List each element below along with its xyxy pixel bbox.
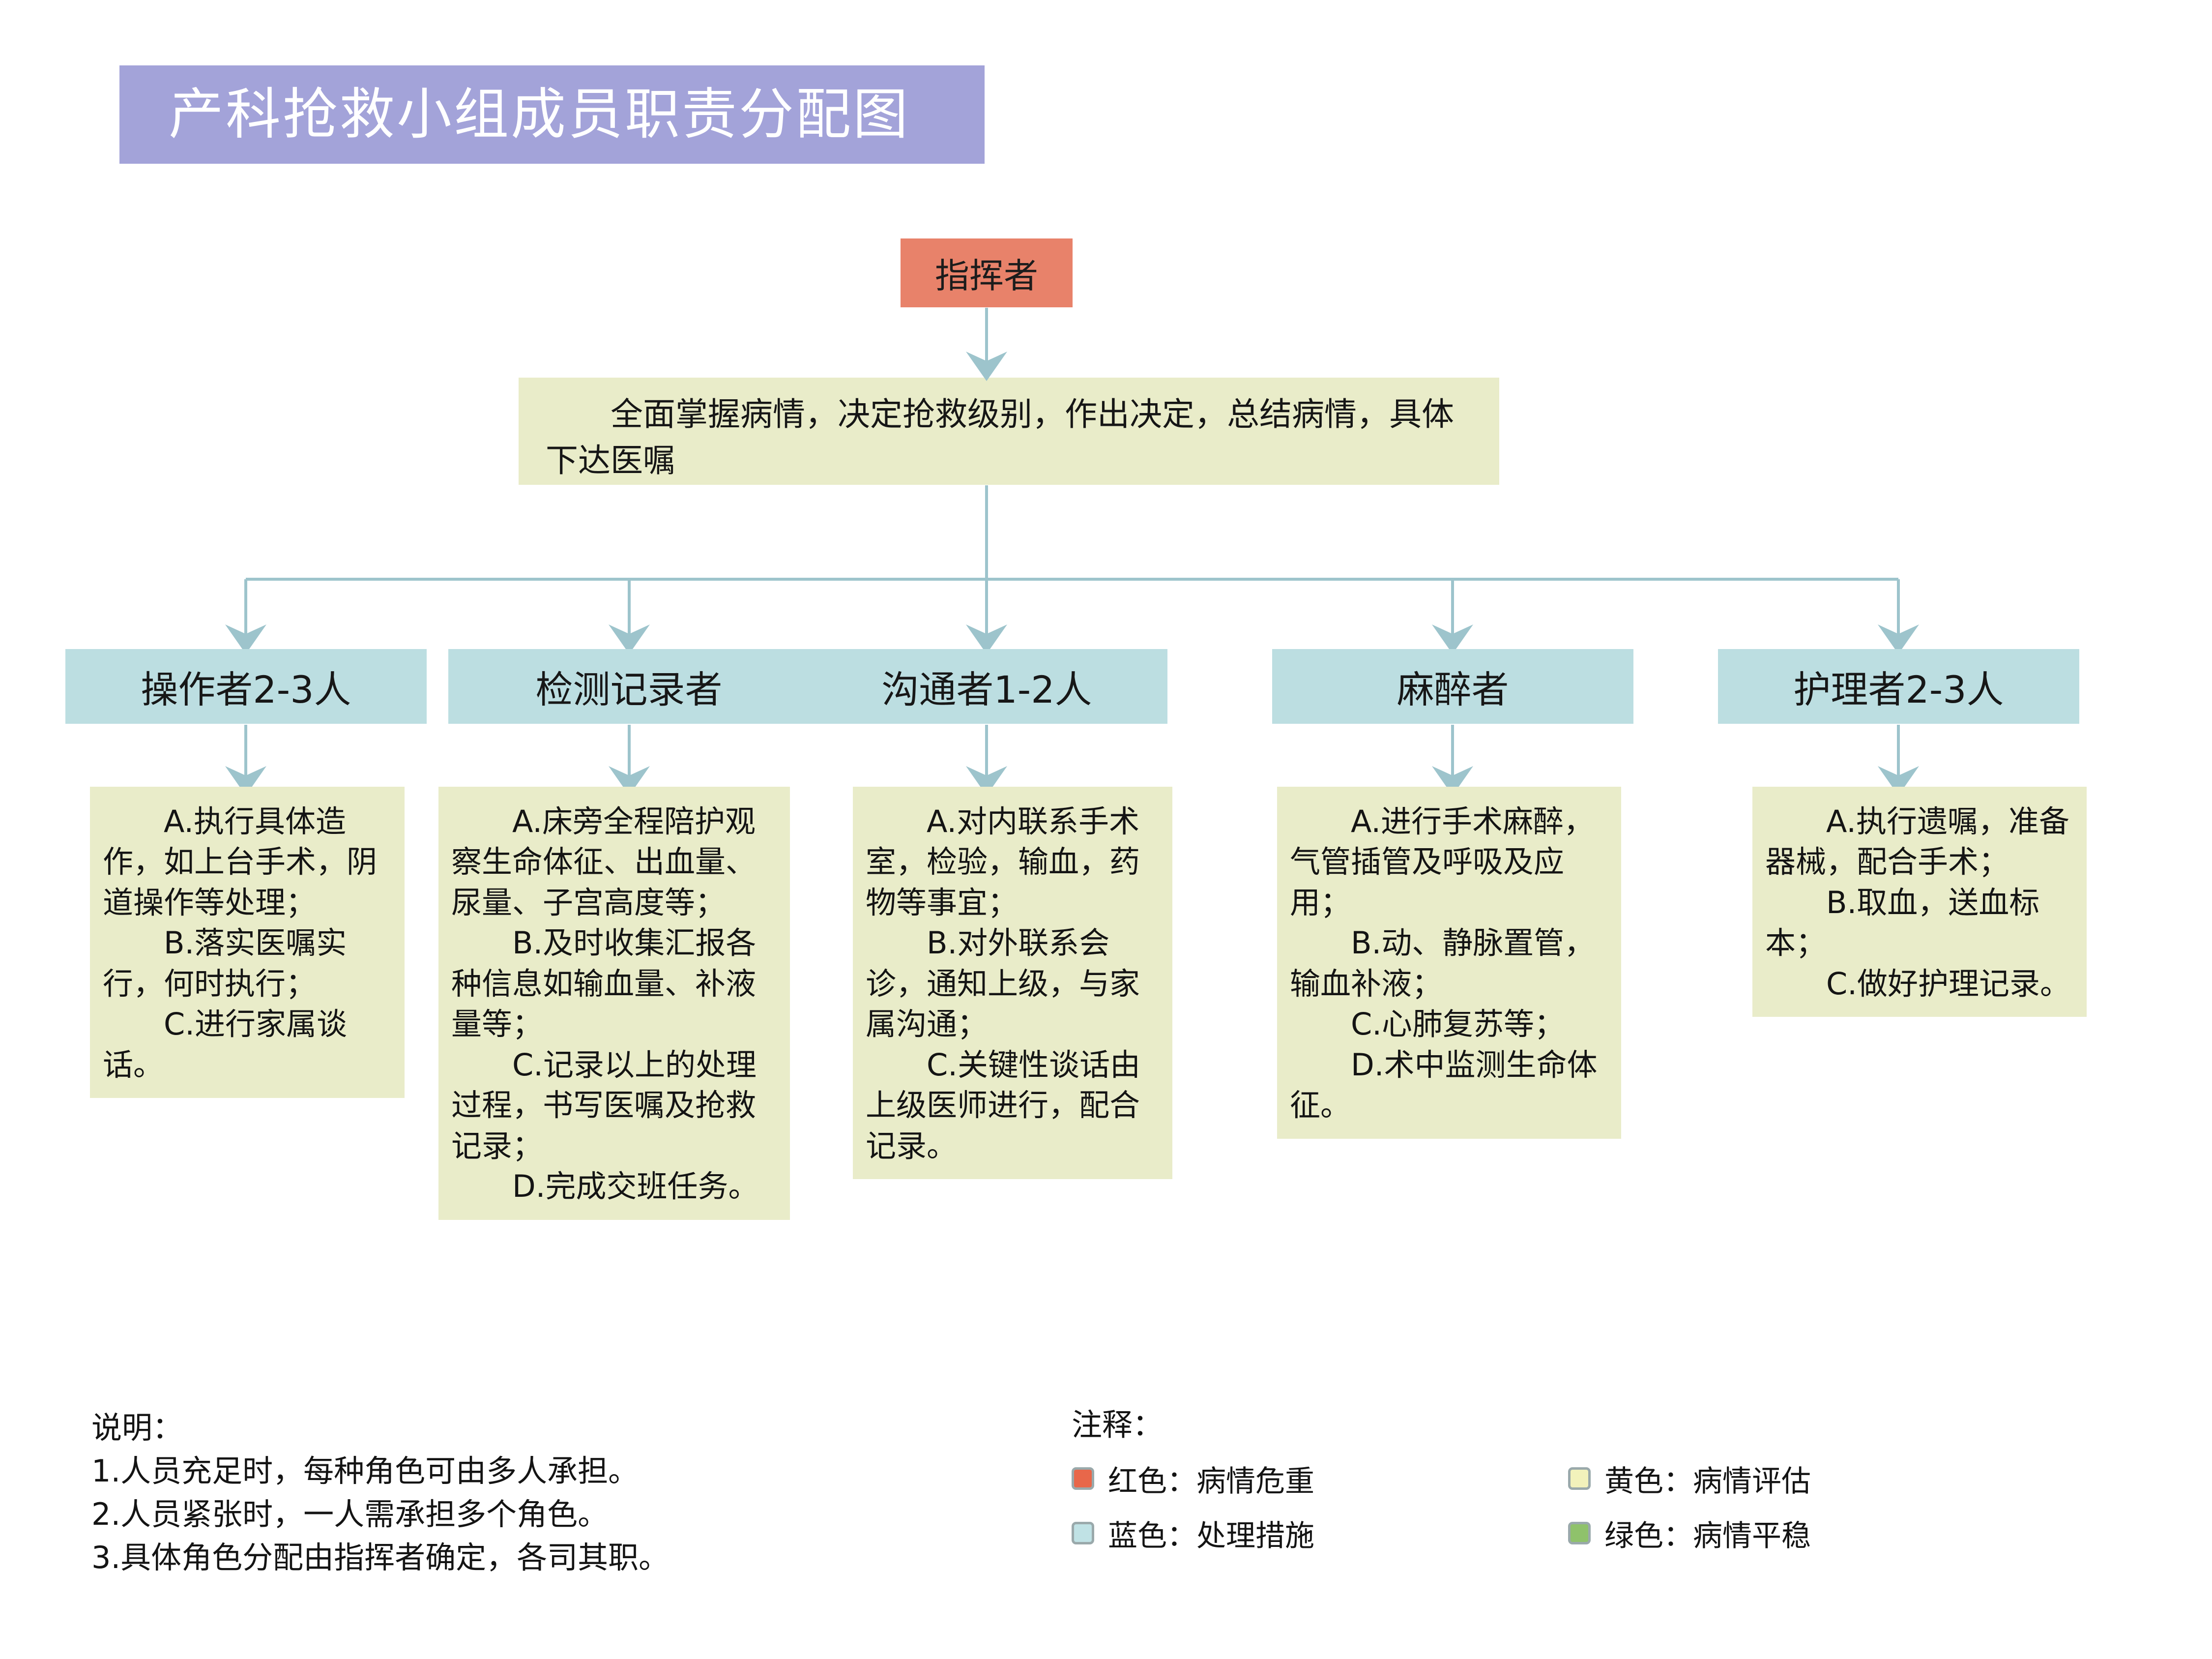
role-duty-item: A.执行遗嘱，准备器械，配合手术；	[1765, 803, 2070, 880]
role-column-nurse: 护理者2-3人 A.执行遗嘱，准备器械，配合手术； B.取血，送血标本； C.做…	[1718, 649, 2087, 1017]
role-duty-item: A.对内联系手术室，检验，输血，药物等事宜；	[866, 803, 1140, 920]
role-body-operator: A.执行具体造作，如上台手术，阴道操作等处理； B.落实医嘱实行，何时执行； C…	[90, 787, 405, 1098]
role-column-communicator: 沟通者1-2人 A.对内联系手术室，检验，输血，药物等事宜； B.对外联系会诊，…	[806, 649, 1172, 1180]
role-duty-item: C.心肺复苏等；	[1351, 1006, 1565, 1042]
role-duty-item: C.关键性谈话由上级医师进行，配合记录。	[866, 1046, 1140, 1164]
page-title: 产科抢救小组成员职责分配图	[169, 83, 910, 147]
legend-item-yellow: 黄色：病情评估	[1568, 1457, 2065, 1500]
role-header-nurse: 护理者2-3人	[1718, 649, 2079, 724]
role-header-anesthetist: 麻醉者	[1272, 649, 1633, 724]
role-header-operator: 操作者2-3人	[65, 649, 427, 724]
role-header-label: 沟通者1-2人	[881, 668, 1092, 711]
commander-duty-text: 全面掌握病情，决定抢救级别，作出决定，总结病情，具体下达医嘱	[546, 395, 1454, 479]
role-duty-item: D.完成交班任务。	[512, 1168, 759, 1205]
role-duty-item: A.执行具体造作，如上台手术，阴道操作等处理；	[103, 803, 378, 920]
legend-label: 蓝色：处理措施	[1108, 1518, 1314, 1553]
role-duty-item: B.动、静脉置管，输血补液；	[1290, 925, 1595, 1002]
legend-grid: 红色：病情危重 黄色：病情评估 蓝色：处理措施 绿色：病情平稳	[1072, 1457, 2055, 1555]
role-header-communicator: 沟通者1-2人	[806, 649, 1167, 724]
role-duty-item: D.术中监测生命体征。	[1290, 1046, 1598, 1124]
notes-item: 2.人员紧张时，一人需承担多个角色。	[91, 1496, 609, 1533]
legend-label: 黄色：病情评估	[1604, 1464, 1811, 1499]
legend-label: 红色：病情危重	[1108, 1464, 1314, 1499]
role-duty-item: C.进行家属谈话。	[103, 1006, 347, 1083]
role-duty-item: B.取血，送血标本；	[1765, 884, 2040, 961]
role-header-label: 操作者2-3人	[141, 668, 351, 711]
legend-item-blue: 蓝色：处理措施	[1072, 1512, 1568, 1555]
role-duty-item: C.做好护理记录。	[1826, 965, 2070, 1002]
legend-item-green: 绿色：病情平稳	[1568, 1512, 2065, 1555]
color-swatch-blue-icon	[1072, 1522, 1094, 1545]
role-header-label: 检测记录者	[535, 668, 723, 711]
role-duty-item: C.记录以上的处理过程，书写医嘱及抢救记录；	[451, 1046, 757, 1164]
page-title-bar: 产科抢救小组成员职责分配图	[119, 65, 985, 164]
legend-label: 绿色：病情平稳	[1604, 1518, 1811, 1553]
role-column-anesthetist: 麻醉者 A.进行手术麻醉，气管插管及呼吸及应用； B.动、静脉置管，输血补液； …	[1272, 649, 1633, 1139]
commander-duty-node: 全面掌握病情，决定抢救级别，作出决定，总结病情，具体下达医嘱	[519, 378, 1499, 485]
notes-section: 说明： 1.人员充足时，每种角色可由多人承担。 2.人员紧张时，一人需承担多个角…	[91, 1407, 858, 1579]
color-swatch-green-icon	[1568, 1522, 1591, 1545]
notes-item: 1.人员充足时，每种角色可由多人承担。	[91, 1453, 639, 1489]
color-swatch-yellow-icon	[1568, 1467, 1591, 1490]
connector-duty-to-bus	[246, 485, 1898, 581]
role-header-label: 麻醉者	[1397, 668, 1509, 711]
notes-item: 3.具体角色分配由指挥者确定，各司其职。	[91, 1540, 669, 1576]
role-duty-item: A.进行手术麻醉，气管插管及呼吸及应用；	[1290, 803, 1595, 920]
role-column-recorder: 检测记录者 A.床旁全程陪护观察生命体征、出血量、尿量、子宫高度等； B.及时收…	[438, 649, 810, 1220]
legend-title: 注释：	[1072, 1407, 1164, 1443]
role-header-label: 护理者2-3人	[1793, 668, 2004, 711]
role-duty-item: B.对外联系会诊，通知上级，与家属沟通；	[866, 925, 1140, 1042]
role-duty-item: B.及时收集汇报各种信息如输血量、补液量等；	[451, 925, 757, 1042]
notes-title: 说明：	[91, 1410, 183, 1446]
role-duty-item: B.落实医嘱实行，何时执行；	[103, 925, 347, 1002]
legend-item-red: 红色：病情危重	[1072, 1457, 1568, 1500]
role-duty-item: A.床旁全程陪护观察生命体征、出血量、尿量、子宫高度等；	[451, 803, 757, 920]
color-swatch-red-icon	[1072, 1467, 1094, 1490]
legend-section: 注释： 红色：病情危重 黄色：病情评估 蓝色：处理措施 绿色：病情平稳	[1072, 1404, 2055, 1555]
role-header-recorder: 检测记录者	[448, 649, 810, 724]
commander-label: 指挥者	[935, 255, 1038, 296]
role-body-anesthetist: A.进行手术麻醉，气管插管及呼吸及应用； B.动、静脉置管，输血补液； C.心肺…	[1277, 787, 1621, 1139]
role-column-operator: 操作者2-3人 A.执行具体造作，如上台手术，阴道操作等处理； B.落实医嘱实行…	[65, 649, 427, 1098]
commander-node: 指挥者	[901, 238, 1073, 307]
role-body-recorder: A.床旁全程陪护观察生命体征、出血量、尿量、子宫高度等； B.及时收集汇报各种信…	[438, 787, 790, 1220]
role-body-nurse: A.执行遗嘱，准备器械，配合手术； B.取血，送血标本； C.做好护理记录。	[1752, 787, 2087, 1017]
role-body-communicator: A.对内联系手术室，检验，输血，药物等事宜； B.对外联系会诊，通知上级，与家属…	[853, 787, 1172, 1180]
